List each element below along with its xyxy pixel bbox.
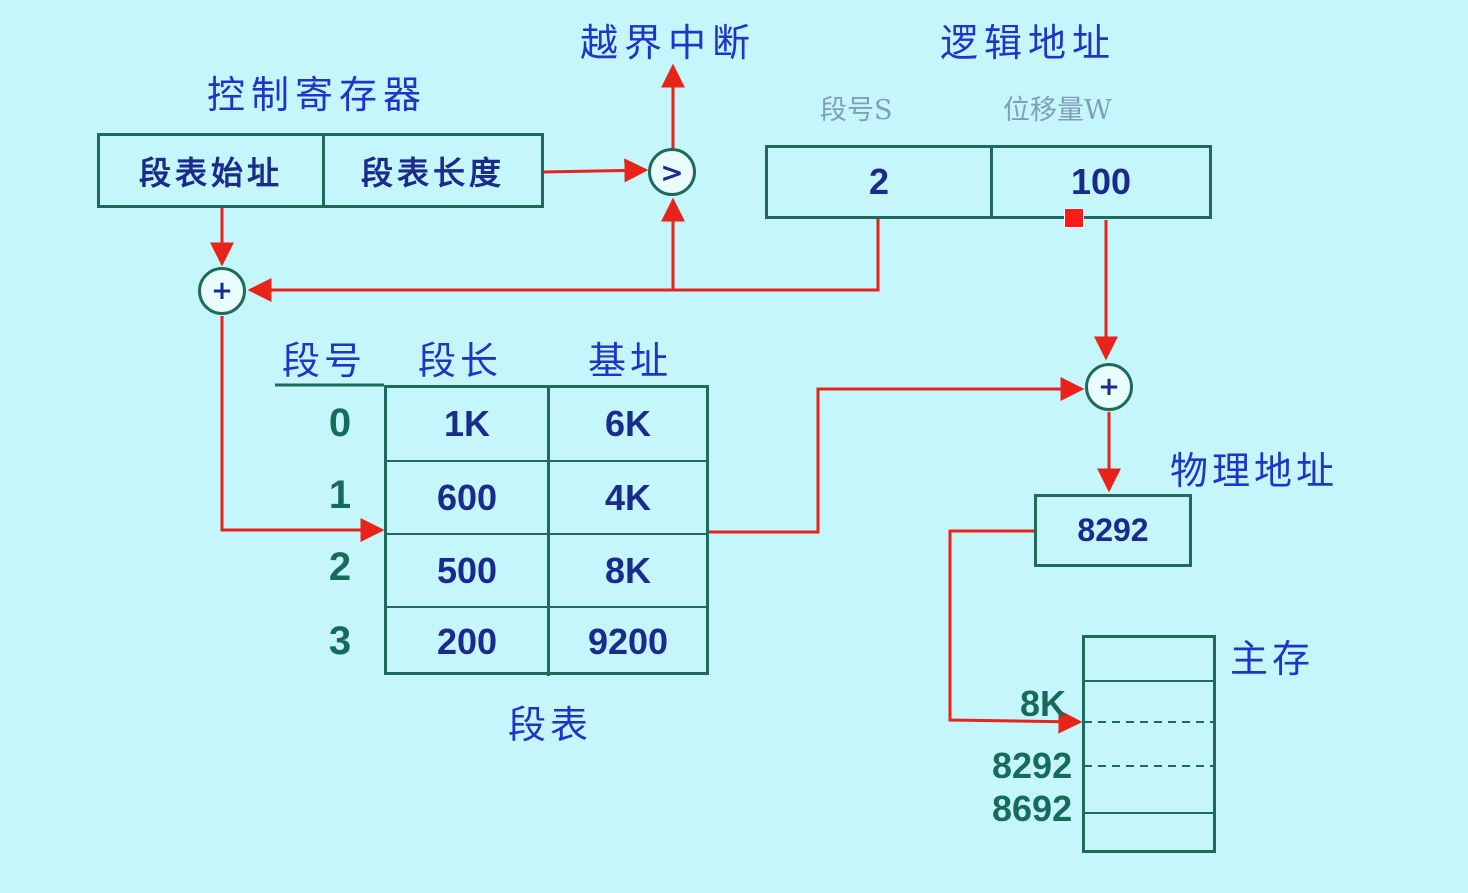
- segment-no-2: 2: [328, 544, 352, 589]
- adder-node-right: +: [1085, 363, 1133, 411]
- main-memory-box: [1082, 635, 1216, 853]
- segment-base-1: 4K: [604, 476, 652, 518]
- physical-address-label: 物理地址: [1170, 449, 1339, 493]
- segment-table-header-base: 基址: [588, 339, 673, 383]
- logical-segment-field: 2: [768, 148, 993, 216]
- segment-table-start-field: 段表始址: [100, 136, 325, 205]
- segment-length-1: 600: [387, 462, 550, 533]
- segment-table-caption: 段表: [508, 703, 593, 747]
- table-row: 1K 6K: [387, 388, 706, 462]
- segment-length-3: 200: [387, 608, 550, 676]
- segment-length-0: 1K: [387, 388, 550, 460]
- control-register-box: 段表始址 段表长度: [97, 133, 544, 208]
- segment-base-0: 6K: [604, 403, 652, 444]
- table-row: 500 8K: [387, 535, 706, 608]
- logical-address-label: 逻辑地址: [940, 21, 1117, 65]
- comparator-node: >: [648, 148, 696, 196]
- memory-mark-8692: 8692: [992, 788, 1073, 829]
- memory-block: [1085, 682, 1213, 814]
- segment-table-length-field: 段表长度: [360, 153, 505, 192]
- adder-symbol-left: +: [211, 276, 233, 306]
- physical-address-box: 8292: [1034, 494, 1192, 567]
- main-memory-label: 主存: [1230, 637, 1315, 681]
- offset-w-label: 位移量W: [1003, 95, 1112, 126]
- table-row: 600 4K: [387, 462, 706, 535]
- selection-handle[interactable]: [1064, 208, 1084, 228]
- memory-mark-8292: 8292: [992, 745, 1073, 786]
- memory-block: [1085, 638, 1213, 682]
- segment-no-1: 1: [328, 472, 352, 517]
- segment-base-2: 8K: [604, 549, 652, 591]
- segment-no-s-label: 段号S: [820, 95, 893, 126]
- memory-mark-8k: 8K: [1020, 683, 1067, 724]
- logical-offset-field: 100: [1070, 161, 1132, 202]
- segment-no-3: 3: [328, 618, 352, 663]
- control-register-label: 控制寄存器: [207, 73, 428, 117]
- segment-table-header-no: 段号: [282, 339, 367, 383]
- segment-table-header-length: 段长: [418, 339, 503, 383]
- table-row: 200 9200: [387, 608, 706, 676]
- segment-base-3: 9200: [587, 621, 669, 662]
- overflow-interrupt-label: 越界中断: [580, 21, 757, 65]
- segment-no-0: 0: [328, 400, 352, 445]
- segment-length-2: 500: [387, 535, 550, 606]
- comparator-symbol: >: [660, 155, 684, 189]
- segment-table: 1K 6K 600 4K 500 8K 200 9200: [384, 385, 709, 676]
- logical-address-box: 2 100: [765, 145, 1212, 219]
- adder-node-left: +: [198, 267, 246, 315]
- adder-symbol-right: +: [1098, 372, 1120, 402]
